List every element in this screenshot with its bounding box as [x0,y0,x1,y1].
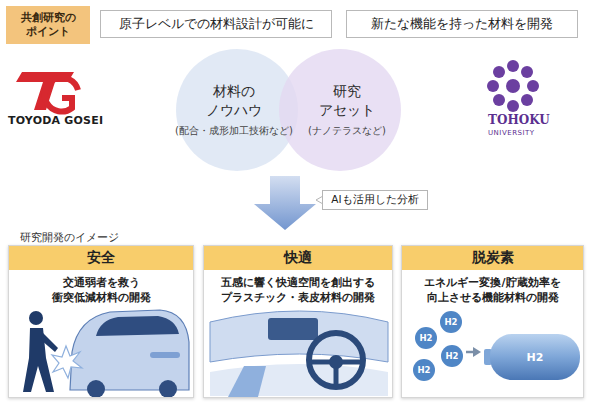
theme-panel: 脱炭素エネルギー変換/貯蔵効率を 向上させる機能材料の開発 [401,245,584,398]
node-heading: 安全 [9,246,193,270]
pedestrian [23,311,58,392]
venn-circle: 研究 アセット (ナノテラスなど) [278,48,402,172]
node-heading: 快適 [204,246,392,270]
logo-text: TOYODA GOSEI [8,114,103,127]
point-tag: 共創研究の ポイント [6,6,90,44]
node-heading: 脱炭素 [402,246,583,270]
node-heading: 材料の ノウハウ [202,82,266,118]
point-box: 原子レベルでの材料設計が可能に [100,10,332,38]
node-text: 五感に響く快適空間を創出する プラスチック・表皮材料の開発 [218,276,379,306]
molecule-label: H2 [417,365,430,375]
node-text: (配合・成形加工技術など) [175,124,293,138]
car-illustration [52,310,189,398]
section-label: 研究開発のイメージ [20,231,119,245]
node-heading: 共創研究の ポイント [17,11,79,40]
node-heading: 研究 アセット [315,82,379,118]
flow-arrow [254,176,316,230]
cockpit-illustration [210,311,388,397]
theme-panel: 安全交通弱者を救う 衝突低減材料の開発 [8,245,194,398]
molecule-label: H2 [444,317,457,327]
hydrogen-illustration [413,311,580,381]
point-box: 新たな機能を持った材料を開発 [346,10,578,38]
logo-text: TOHOKU [488,113,550,127]
node-heading: 原子レベルでの材料設計が可能に [119,16,314,33]
molecule-label: H2 [445,351,458,361]
toyoda-logo [16,72,78,112]
callout-box: AIも活用した分析 [322,190,428,210]
node-text: 交通弱者を救う 衝突低減材料の開発 [46,276,156,306]
node-heading: AIも活用した分析 [331,193,418,207]
node-text: (ナノテラスなど) [308,124,386,138]
logo-text: UNIVERSITY [488,129,535,137]
tohoku-emblem [487,60,539,112]
molecule-label: H2 [419,333,432,343]
node-heading: 新たな機能を持った材料を開発 [371,16,553,33]
tank-label: H2 [527,351,544,364]
theme-panel: 快適五感に響く快適空間を創出する プラスチック・表皮材料の開発 [203,245,393,398]
node-text: エネルギー変換/貯蔵効率を 向上させる機能材料の開発 [421,276,564,306]
circle-fill [279,49,401,171]
